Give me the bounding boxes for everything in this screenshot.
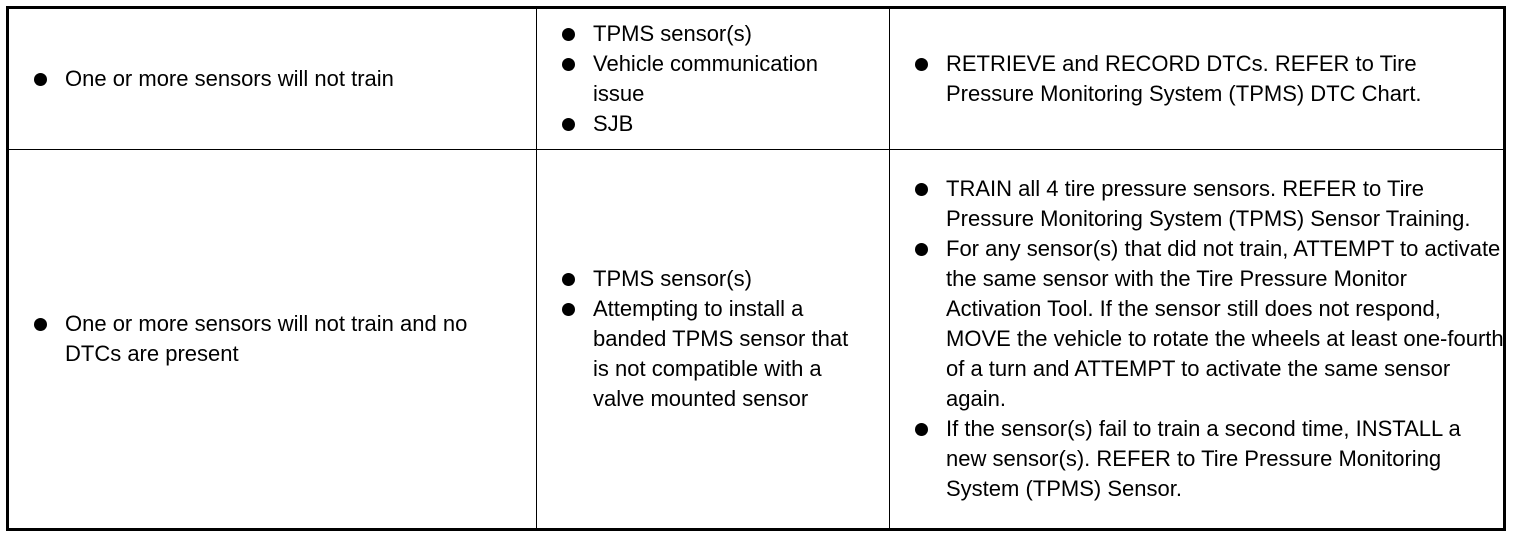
causes-list: TPMS sensor(s) Attempting to install a b… <box>562 264 862 414</box>
causes-list: TPMS sensor(s) Vehicle communication iss… <box>562 19 872 139</box>
action-text: For any sensor(s) that did not train, AT… <box>946 236 1504 411</box>
bullet-icon <box>562 58 575 71</box>
action-text: RETRIEVE and RECORD DTCs. REFER to Tire … <box>946 51 1422 106</box>
row-1-actions-cell: RETRIEVE and RECORD DTCs. REFER to Tire … <box>915 9 1505 149</box>
cause-text: Vehicle communication issue <box>593 51 819 106</box>
actions-list: RETRIEVE and RECORD DTCs. REFER to Tire … <box>915 49 1505 109</box>
cause-item: SJB <box>562 109 872 139</box>
condition-text: One or more sensors will not train and n… <box>65 311 468 366</box>
action-item: For any sensor(s) that did not train, AT… <box>915 234 1505 414</box>
condition-item: One or more sensors will not train <box>34 64 524 94</box>
bullet-icon <box>562 273 575 286</box>
action-text: If the sensor(s) fail to train a second … <box>946 416 1461 501</box>
bullet-icon <box>915 423 928 436</box>
action-item: RETRIEVE and RECORD DTCs. REFER to Tire … <box>915 49 1505 109</box>
bullet-icon <box>562 303 575 316</box>
cause-item: Vehicle communication issue <box>562 49 872 109</box>
condition-list: One or more sensors will not train and n… <box>34 309 529 369</box>
cause-text: SJB <box>593 111 634 136</box>
row-1-causes-cell: TPMS sensor(s) Vehicle communication iss… <box>562 9 872 149</box>
bullet-icon <box>34 73 47 86</box>
bullet-icon <box>562 28 575 41</box>
cause-text: Attempting to install a banded TPMS sens… <box>593 296 849 411</box>
condition-item: One or more sensors will not train and n… <box>34 309 529 369</box>
condition-list: One or more sensors will not train <box>34 64 524 94</box>
condition-text: One or more sensors will not train <box>65 66 394 91</box>
column-divider <box>536 9 537 528</box>
bullet-icon <box>34 318 47 331</box>
bullet-icon <box>915 58 928 71</box>
row-2-actions-cell: TRAIN all 4 tire pressure sensors. REFER… <box>915 150 1505 528</box>
cause-item: Attempting to install a banded TPMS sens… <box>562 294 862 414</box>
cause-item: TPMS sensor(s) <box>562 19 872 49</box>
bullet-icon <box>915 183 928 196</box>
row-1-condition-cell: One or more sensors will not train <box>34 9 524 149</box>
symptom-chart-table: One or more sensors will not train TPMS … <box>6 6 1506 531</box>
actions-list: TRAIN all 4 tire pressure sensors. REFER… <box>915 174 1505 504</box>
cause-item: TPMS sensor(s) <box>562 264 862 294</box>
action-item: If the sensor(s) fail to train a second … <box>915 414 1505 504</box>
action-item: TRAIN all 4 tire pressure sensors. REFER… <box>915 174 1505 234</box>
row-2-causes-cell: TPMS sensor(s) Attempting to install a b… <box>562 150 862 528</box>
bullet-icon <box>915 243 928 256</box>
cause-text: TPMS sensor(s) <box>593 266 752 291</box>
row-2-condition-cell: One or more sensors will not train and n… <box>34 150 529 528</box>
cause-text: TPMS sensor(s) <box>593 21 752 46</box>
row-divider <box>9 149 1503 150</box>
action-text: TRAIN all 4 tire pressure sensors. REFER… <box>946 176 1471 231</box>
column-divider <box>889 9 890 528</box>
bullet-icon <box>562 118 575 131</box>
